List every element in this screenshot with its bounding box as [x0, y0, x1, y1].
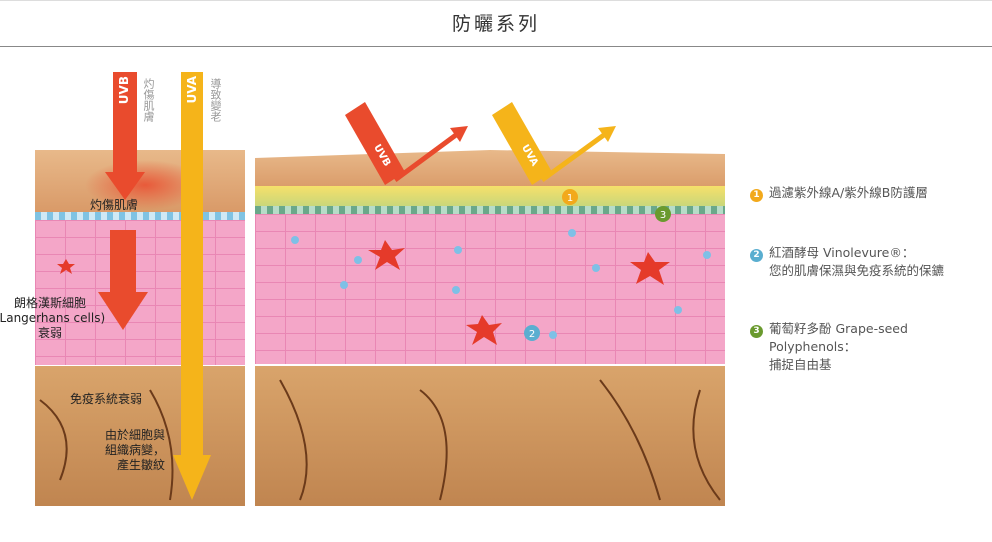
dermis-layer — [35, 366, 245, 506]
burn-label: 灼傷肌膚 — [90, 198, 139, 212]
legend-text: 過濾紫外線A/紫外線B防護層 — [769, 185, 928, 200]
marker-2: 2 — [524, 325, 540, 341]
legend-text: 紅酒酵母 Vinolevure®： 您的肌膚保濕與免疫系統的保鑣 — [769, 245, 945, 278]
legend-item-1: 1 過濾紫外線A/紫外線B防護層 — [750, 184, 928, 202]
dermis-layer — [255, 366, 725, 506]
page-title: 防曬系列 — [451, 13, 540, 35]
uva-caption: 導致變老 — [209, 78, 222, 122]
marker-1: 1 — [562, 189, 578, 205]
langerhans-label: 朗格漢斯細胞 (Langerhans cells) 衰弱 — [0, 296, 106, 340]
title-bar: 防曬系列 — [0, 0, 992, 47]
legend-text: 葡萄籽多酚 Grape-seed Polyphenols： 捕捉自由基 — [769, 321, 908, 372]
dermis-fibers — [39, 379, 721, 501]
barrier-layer — [255, 206, 725, 214]
uvb-label: UVB — [117, 76, 131, 105]
uvb-deep-arrow — [98, 230, 148, 330]
uvb-arrow-left — [105, 72, 145, 200]
svg-text:3: 3 — [660, 210, 666, 221]
uva-arrow-reflected — [492, 102, 616, 185]
uva-label: UVA — [185, 76, 199, 104]
uvb-caption: 灼傷肌膚 — [142, 78, 155, 122]
svg-text:2: 2 — [529, 329, 535, 340]
wrinkle-label: 由於細胞與 組織病變， 產生皺紋 — [104, 428, 165, 472]
epidermis-surface — [255, 150, 725, 190]
legend-item-2: 2 紅酒酵母 Vinolevure®： 您的肌膚保濕與免疫系統的保鑣 — [750, 244, 944, 280]
epidermis-surface — [35, 150, 245, 212]
uvb-arrow-reflected — [345, 102, 468, 185]
svg-text:1: 1 — [567, 193, 573, 204]
legend-item-3: 3 葡萄籽多酚 Grape-seed Polyphenols： 捕捉自由基 — [750, 320, 908, 374]
number-badge-icon: 1 — [750, 189, 763, 202]
protection-layer — [255, 186, 725, 206]
marker-3: 3 — [655, 206, 671, 222]
moisture-droplets — [291, 229, 711, 339]
number-badge-icon: 2 — [750, 249, 763, 262]
barrier-layer — [35, 212, 245, 220]
number-badge-icon: 3 — [750, 325, 763, 338]
immune-label: 免疫系統衰弱 — [70, 392, 143, 406]
free-radical-stars — [57, 240, 670, 345]
uva-arrow-left — [173, 72, 211, 500]
